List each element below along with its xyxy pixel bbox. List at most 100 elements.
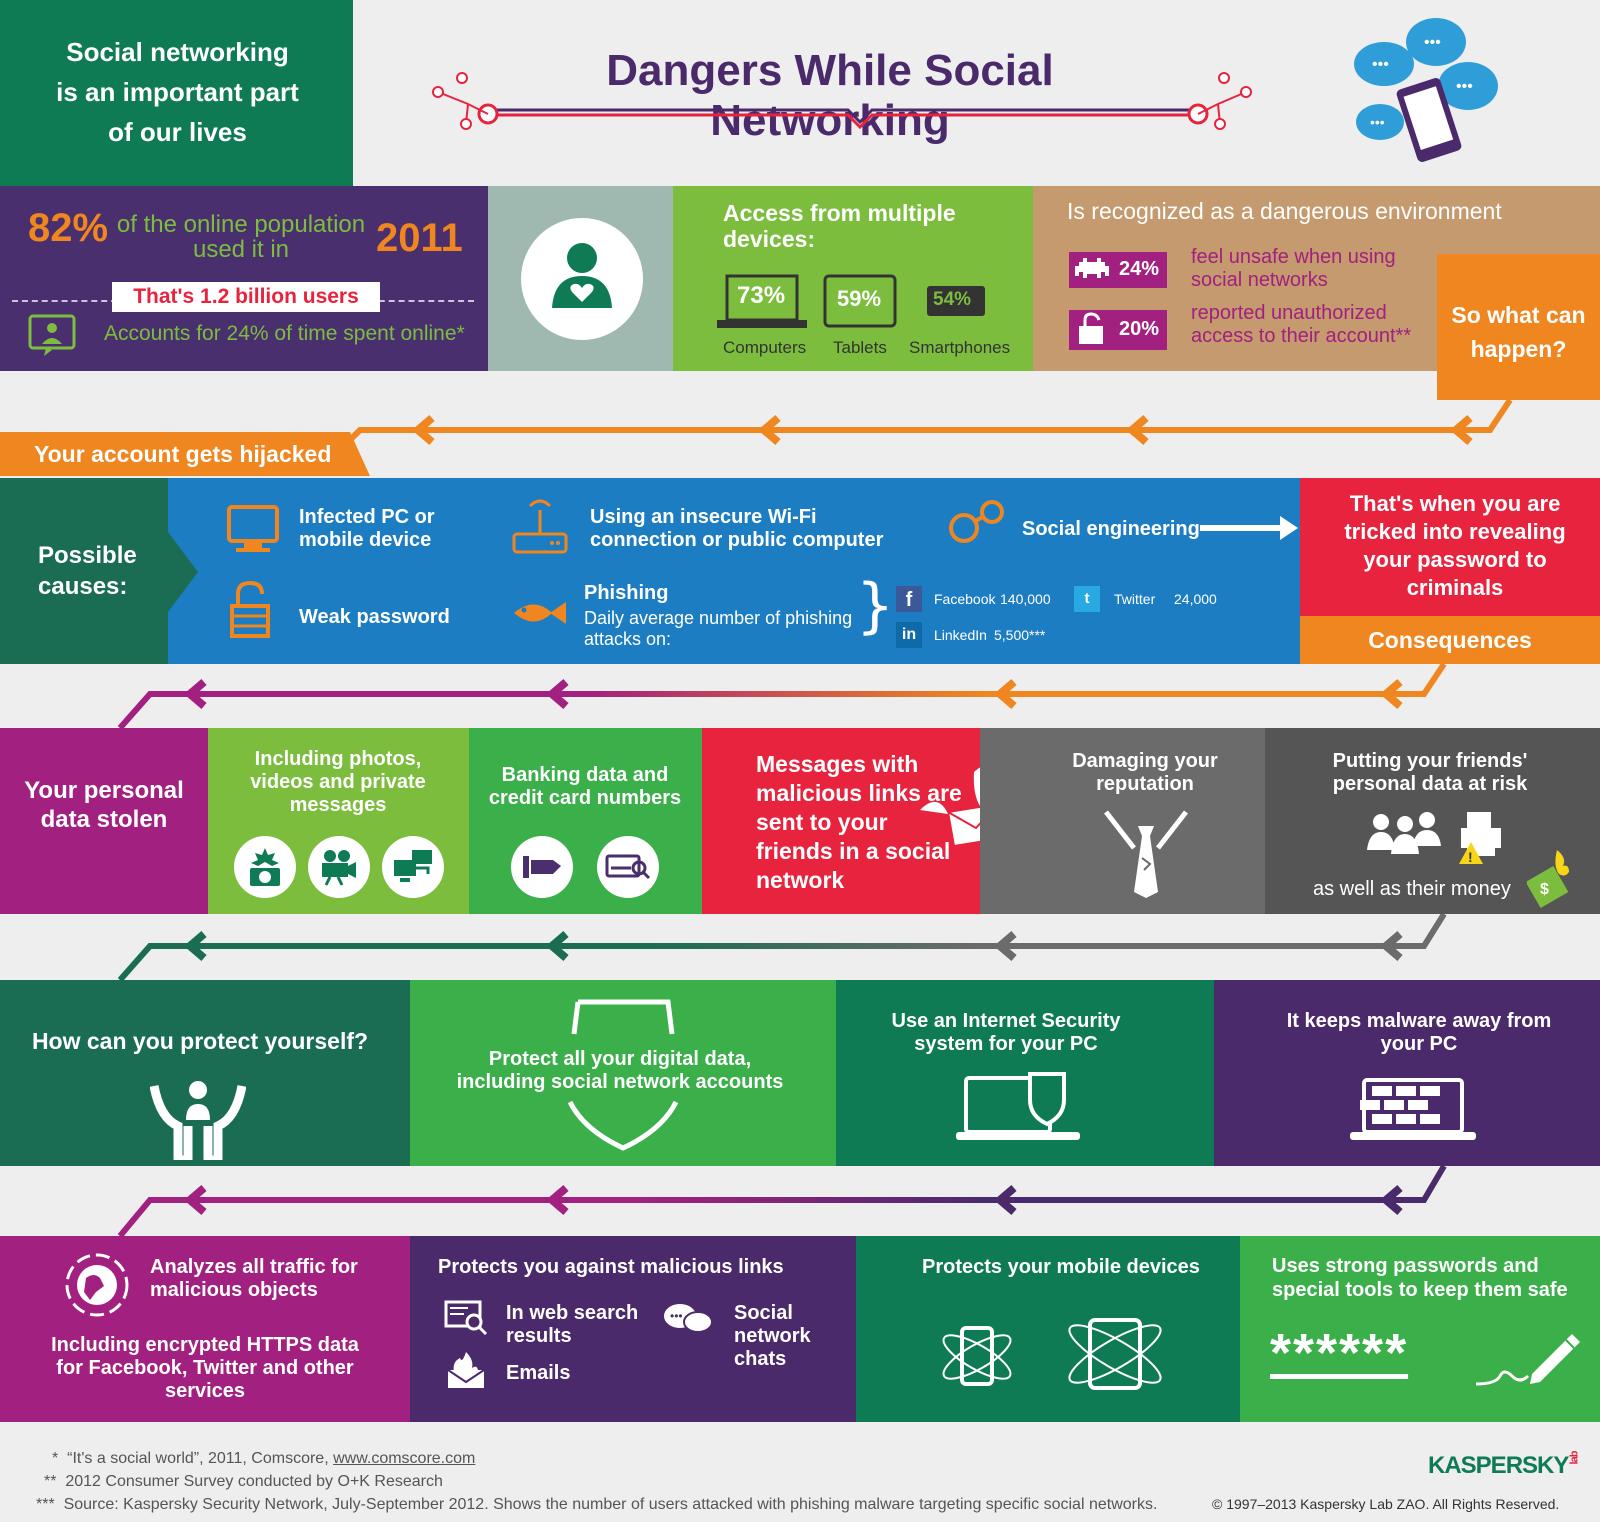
card-hand-icon [523, 856, 561, 878]
protect-text: How can you protect yourself? [31, 1028, 369, 1054]
traffic-text: Analyzes all traffic for malicious objec… [150, 1256, 358, 1301]
kaspersky-logo: KASPERSKYlab [1428, 1452, 1581, 1480]
web-search-icon [444, 1300, 488, 1336]
chat-monitors-icon [394, 850, 432, 882]
email-fire-icon [447, 1352, 485, 1388]
cause-social: Social engineering [1022, 518, 1200, 540]
burning-money-icon: $ [1527, 850, 1569, 908]
intro-panel: Social networking is an important part o… [0, 0, 353, 186]
person-screen-icon [28, 314, 76, 356]
cause-infected: Infected PC or mobile device [299, 506, 435, 551]
usage-time: Accounts for 24% of time spent online* [104, 322, 465, 345]
copyright: © 1997–2013 Kaspersky Lab ZAO. All Right… [1212, 1496, 1560, 1512]
flow-arrow-4 [117, 1166, 1447, 1236]
footnote-text-1: “It's a social world”, 2011, Comscore, [67, 1450, 334, 1467]
causes-panel: Infected PC or mobile device Using an in… [168, 478, 1300, 664]
security-text: Use an Internet Security system for your… [891, 1010, 1121, 1055]
usage-pct: 82% [28, 206, 109, 250]
security-panel: Use an Internet Security system for your… [836, 980, 1214, 1166]
consequences-text: Consequences [1368, 627, 1532, 653]
globe-icon [65, 1253, 129, 1317]
malware-text: It keeps malware away from your PC [1286, 1010, 1552, 1055]
social-network-icon [949, 500, 1004, 543]
devices-heading: Access from multiple devices: [723, 200, 956, 252]
monitor-icon [227, 505, 279, 552]
shield-icon [567, 999, 679, 1151]
laptop-shield-icon [956, 1072, 1080, 1140]
footnote-text-3: Source: Kaspersky Security Network, July… [63, 1496, 1158, 1513]
footnote-mark-1: * [52, 1450, 59, 1467]
chat-bubbles-small-icon: ••• [664, 1304, 713, 1333]
danger-text-2: reported unauthorized access to their ac… [1191, 302, 1412, 347]
phone-orbit-icon [942, 1326, 1012, 1386]
what-happens-box: So what can happen? [1437, 254, 1600, 400]
reputation-text: Damaging your reputation [1072, 750, 1218, 795]
footnote-2: ** 2012 Consumer Survey conducted by O+K… [44, 1473, 443, 1491]
hijacked-text: Your account gets hijacked [34, 441, 332, 467]
devices-panel: Access from multiple devices: 73% Comput… [673, 186, 1033, 371]
cause-phishing: Phishing [584, 582, 669, 604]
brace: } [856, 571, 895, 641]
usage-year: 2011 [376, 216, 463, 260]
messages-panel: Messages with malicious links are sent t… [702, 728, 980, 914]
footnote-mark-2: ** [44, 1473, 57, 1490]
danger-heading: Is recognized as a dangerous environment [1067, 198, 1502, 224]
svg-text:•••: ••• [670, 1309, 683, 1323]
photos-panel: Including photos, videos and private mes… [208, 728, 469, 914]
chats-text: Social network chats [734, 1302, 811, 1370]
space-invader-icon [1075, 258, 1109, 278]
mobile-text: Protects your mobile devices [922, 1256, 1200, 1278]
svg-text:$: $ [1540, 881, 1549, 898]
video-camera-icon [322, 850, 356, 886]
smartphone-label: Smartphones [909, 338, 1011, 357]
svg-text:•••: ••• [1424, 34, 1441, 51]
smartphone-icon [927, 286, 985, 316]
linkedin-name: LinkedIn [934, 627, 987, 643]
laptop-label: Computers [723, 338, 807, 357]
tablet-orbit-icon [1068, 1318, 1162, 1390]
causes-heading: Possible causes: [38, 542, 137, 600]
password-stars: ****** [1270, 1323, 1409, 1383]
tablet-label: Tablets [833, 338, 887, 357]
laptop-icon [717, 274, 807, 328]
arrow-right-icon [1200, 516, 1298, 540]
emails-text: Emails [506, 1362, 571, 1384]
heart-user-panel [488, 186, 673, 371]
banking-panel: Banking data and credit card numbers [469, 728, 702, 914]
svg-text:•••: ••• [1372, 56, 1389, 73]
cause-weak: Weak password [299, 606, 450, 628]
comscore-link[interactable]: www.comscore.com [333, 1450, 476, 1467]
usage-panel: 82% of the online population used it in … [0, 186, 488, 371]
intro-text: Social networking is an important part o… [56, 37, 299, 147]
messages-text: Messages with malicious links are sent t… [756, 751, 962, 893]
svg-text:•••: ••• [1456, 78, 1473, 95]
digital-text: Protect all your digital data, including… [456, 1048, 784, 1093]
money-text: as well as their money [1313, 878, 1511, 900]
camera-icon [250, 848, 280, 886]
flow-arrow-3 [117, 914, 1447, 980]
svg-text:!: ! [1468, 849, 1473, 865]
banking-text: Banking data and credit card numbers [488, 764, 682, 809]
footnote-3: *** Source: Kaspersky Security Network, … [36, 1496, 1157, 1514]
tablet-pct: 59% [837, 286, 882, 311]
people-icon [1367, 812, 1441, 854]
tricked-text: That's when you are tricked into reveali… [1344, 491, 1566, 600]
links-panel: Protects you against malicious links In … [410, 1236, 856, 1422]
linkedin-value: 5,500*** [994, 627, 1046, 643]
facebook-value: 140,000 [1000, 591, 1051, 607]
phishing-sub: Daily average number of phishing attacks… [584, 608, 853, 649]
svg-text:•••: ••• [1370, 114, 1385, 130]
laptop-pct: 73% [737, 282, 786, 309]
linkedin-icon: in [896, 622, 922, 648]
suit-tie-icon [1104, 810, 1188, 898]
passwords-panel: Uses strong passwords and special tools … [1240, 1236, 1600, 1422]
twitter-value: 24,000 [1174, 591, 1217, 607]
footnote-mark-3: *** [36, 1496, 55, 1513]
stolen-panel: Your personal data stolen [0, 728, 208, 914]
hijacked-banner [0, 432, 370, 476]
what-happens-text: So what can happen? [1451, 302, 1586, 362]
reputation-panel: Damaging your reputation [980, 728, 1265, 914]
passwords-text: Uses strong passwords and special tools … [1272, 1255, 1568, 1301]
usage-text: of the online population used it in [116, 211, 366, 263]
fish-hook-icon [514, 602, 566, 624]
